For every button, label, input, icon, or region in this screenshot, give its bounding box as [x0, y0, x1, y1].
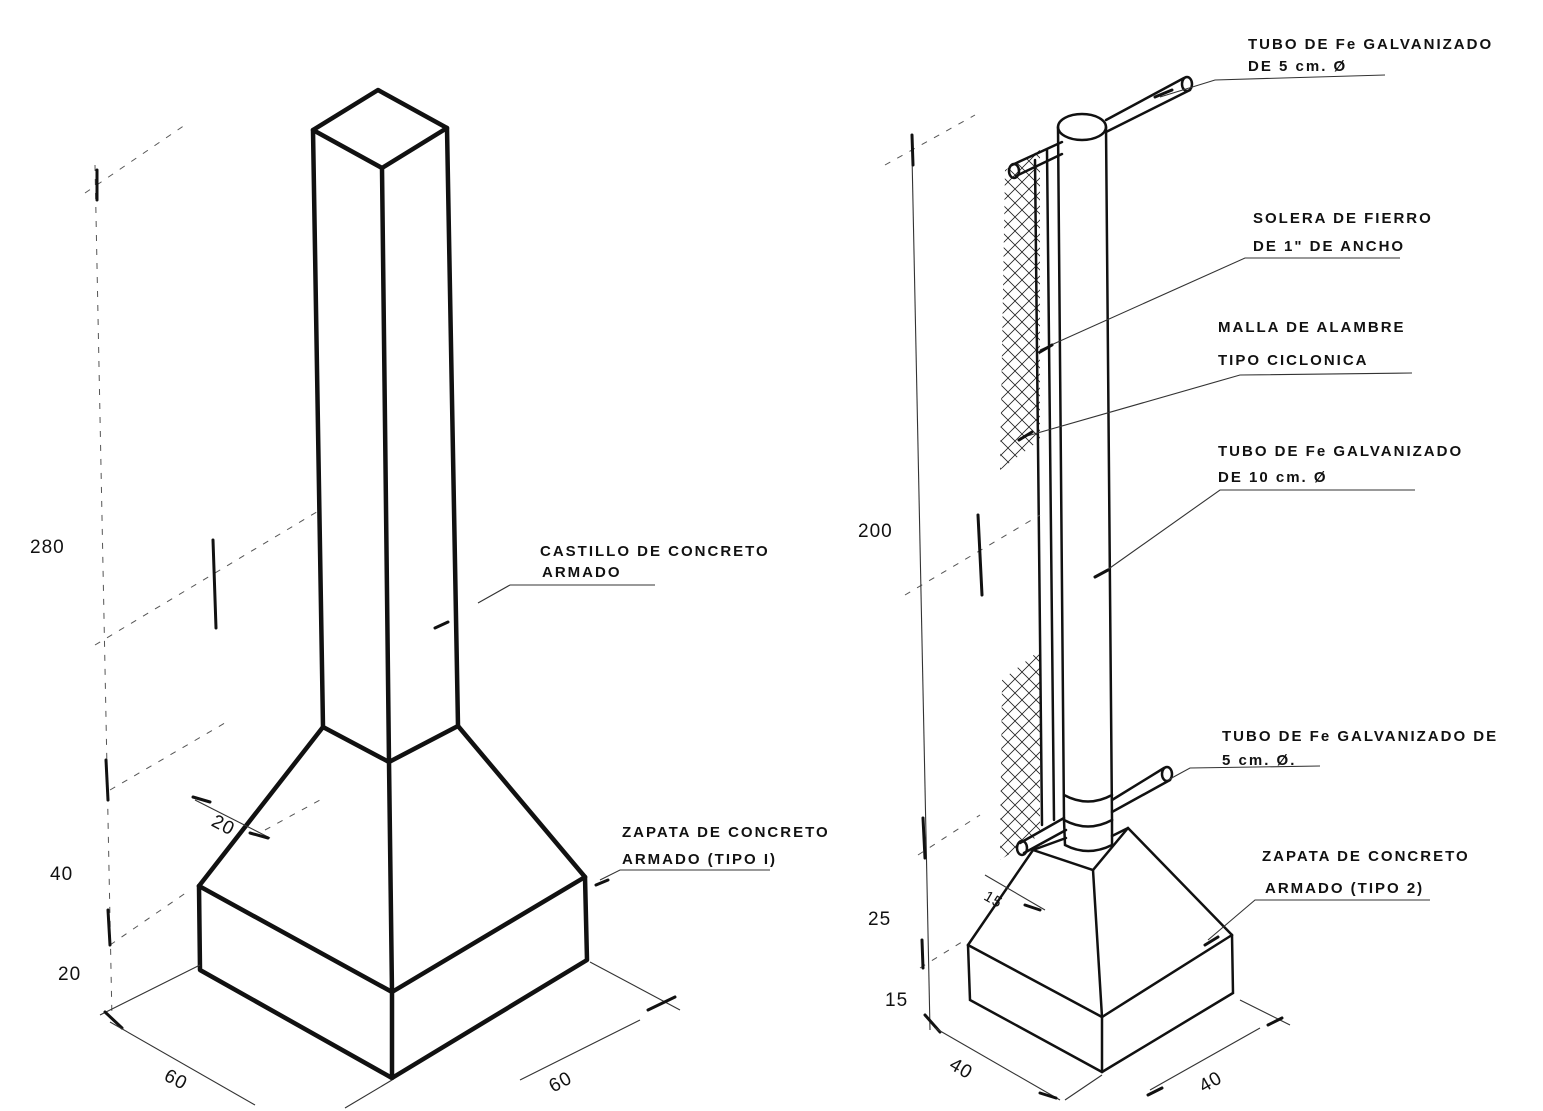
dim-200: 200 [858, 521, 893, 542]
label-castillo-line2: ARMADO [542, 564, 622, 581]
label-castillo-line1: CASTILLO DE CONCRETO [540, 543, 770, 560]
castillo-drawing [196, 87, 590, 1081]
label-zapata-tipo1-line2: ARMADO (TIPO I) [622, 851, 777, 868]
fence-post-dimension-lines [884, 74, 1430, 1101]
fence-post-drawing [966, 75, 1235, 1074]
dim-20-small: 20 [208, 811, 238, 840]
dim-40-right-a: 40 [946, 1054, 977, 1084]
dim-40-left: 40 [50, 864, 73, 885]
label-malla-line1: MALLA DE ALAMBRE [1218, 319, 1406, 336]
label-tubo-5cm-top-line2: DE 5 cm. Ø [1248, 58, 1347, 75]
label-tubo-5cm-low-line1: TUBO DE Fe GALVANIZADO DE [1222, 728, 1498, 745]
dim-25: 25 [868, 909, 891, 930]
castillo-dimension-lines [84, 124, 770, 1109]
dim-40-right-b: 40 [1196, 1068, 1227, 1098]
dim-60-right: 60 [546, 1068, 576, 1097]
dim-15-small: 15 [981, 888, 1006, 912]
label-zapata-tipo2-line2: ARMADO (TIPO 2) [1265, 880, 1424, 897]
dim-15: 15 [885, 990, 908, 1011]
label-malla-line2: TIPO CICLONICA [1218, 352, 1369, 369]
label-tubo-5cm-low-line2: 5 cm. Ø. [1222, 752, 1296, 769]
label-solera-line2: DE 1" DE ANCHO [1253, 238, 1405, 255]
label-solera-line1: SOLERA DE FIERRO [1253, 210, 1433, 227]
label-tubo-10cm-line2: DE 10 cm. Ø [1218, 469, 1328, 486]
label-zapata-tipo1-line1: ZAPATA DE CONCRETO [622, 824, 830, 841]
dim-60-left: 60 [161, 1065, 191, 1094]
dim-20-left: 20 [58, 964, 81, 985]
label-zapata-tipo2-line1: ZAPATA DE CONCRETO [1262, 848, 1470, 865]
label-tubo-5cm-top-line1: TUBO DE Fe GALVANIZADO [1248, 36, 1493, 53]
label-tubo-10cm-line1: TUBO DE Fe GALVANIZADO [1218, 443, 1463, 460]
dim-280: 280 [30, 537, 65, 558]
